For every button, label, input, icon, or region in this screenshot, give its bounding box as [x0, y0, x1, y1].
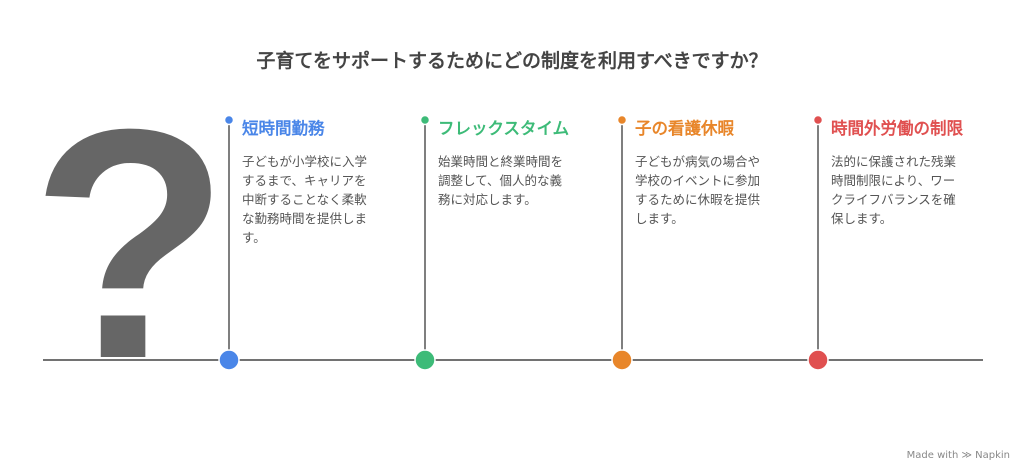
item-top-dot: [812, 114, 824, 126]
question-mark-icon: ?: [29, 59, 231, 428]
item-description: 子どもが小学校に入学するまで、キャリアを中断することなく柔軟な勤務時間を提供しま…: [242, 154, 368, 245]
item-top-dot: [616, 114, 628, 126]
item-timeline-node: [218, 349, 240, 371]
item-description: 始業時間と終業時間を調整して、個人的な義務に対応します。: [438, 154, 564, 207]
item-card-1: 短時間勤務 子どもが小学校に入学するまで、キャリアを中断することなく柔軟な勤務時…: [242, 118, 392, 247]
item-heading: 子の看護休暇: [635, 119, 734, 138]
item-card-4: 時間外労働の制限 法的に保護された残業時間制限により、ワークライフバランスを確保…: [831, 118, 981, 228]
diagram-title: 子育てをサポートするためにどの制度を利用すべきですか？: [256, 50, 768, 72]
item-top-dot: [223, 114, 235, 126]
item-heading: 短時間勤務: [242, 119, 325, 138]
napkin-watermark: Made with ≫ Napkin: [906, 450, 1010, 461]
item-timeline-node: [807, 349, 829, 371]
item-timeline-node: [611, 349, 633, 371]
item-card-3: 子の看護休暇 子どもが病気の場合や学校のイベントに参加するために休暇を提供します…: [635, 118, 785, 228]
item-heading: 時間外労働の制限: [831, 119, 963, 138]
item-top-dot: [419, 114, 431, 126]
item-card-2: フレックスタイム 始業時間と終業時間を調整して、個人的な義務に対応します。: [438, 118, 588, 209]
item-description: 子どもが病気の場合や学校のイベントに参加するために休暇を提供します。: [635, 154, 761, 226]
item-timeline-node: [414, 349, 436, 371]
item-heading: フレックスタイム: [438, 119, 570, 138]
item-description: 法的に保護された残業時間制限により、ワークライフバランスを確保します。: [831, 154, 957, 226]
